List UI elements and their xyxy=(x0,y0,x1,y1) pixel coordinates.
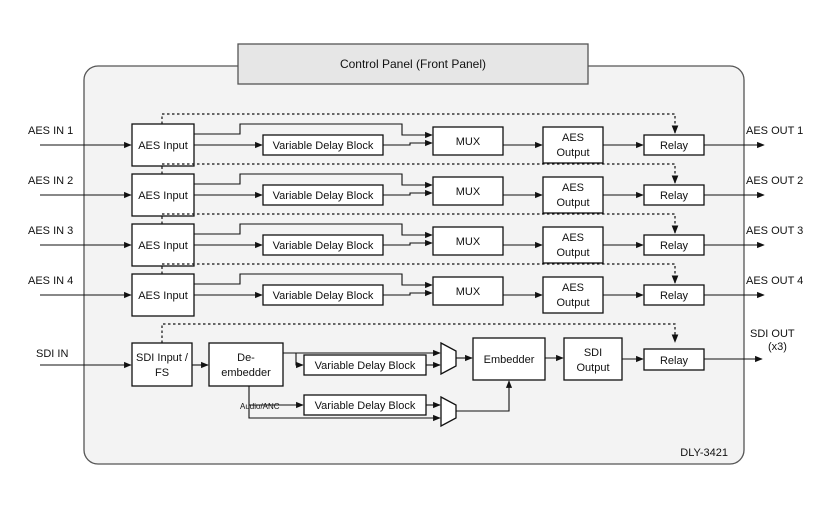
aes-input-label: AES Input xyxy=(138,140,188,152)
aes-control-line xyxy=(161,213,679,234)
aes-out-label: AES OUT 3 xyxy=(746,225,803,237)
aes-out-label: AES OUT 1 xyxy=(746,125,803,137)
aes-row-1: AES IN 1 AES Input Variable Delay Block MUX… xyxy=(28,113,803,167)
aes-delay-block: Variable Delay Block xyxy=(262,184,384,206)
aes-output-block: AES Output xyxy=(542,276,604,314)
aes-delay-block: Variable Delay Block xyxy=(262,134,384,156)
deembedder-line1: De- xyxy=(237,352,255,364)
aes-in-label: AES IN 3 xyxy=(28,225,73,237)
aes-output-line1: AES xyxy=(562,232,584,244)
aes-relay-block: Relay xyxy=(643,184,705,206)
embedder-block: Embedder xyxy=(472,337,546,381)
aes-in-label: AES IN 1 xyxy=(28,125,73,137)
aes-output-line1: AES xyxy=(562,182,584,194)
sdi-input-line1: SDI Input / xyxy=(136,352,189,364)
sdi-delay-block-top: Variable Delay Block xyxy=(303,354,427,376)
aes-in-label: AES IN 4 xyxy=(28,275,73,287)
sdi-path: SDI IN SDI Input / FS De- embedder Varia… xyxy=(36,323,795,428)
aes-delay-label: Variable Delay Block xyxy=(273,240,374,252)
aes-row-2: AES IN 2 AES Input Variable Delay Block MUX… xyxy=(28,163,803,217)
embedder-label: Embedder xyxy=(484,354,535,366)
aes-mux-label: MUX xyxy=(456,186,481,198)
aes-row-3: AES IN 3 AES Input Variable Delay Block MUX… xyxy=(28,213,803,267)
sdi-input-fs-block: SDI Input / FS xyxy=(131,342,193,387)
aes-input-block: AES Input xyxy=(131,123,195,167)
aes-output-block: AES Output xyxy=(542,226,604,264)
aes-mux-label: MUX xyxy=(456,286,481,298)
aes-in-label: AES IN 2 xyxy=(28,175,73,187)
aes-delay-block: Variable Delay Block xyxy=(262,284,384,306)
sdi-mux-top xyxy=(440,341,457,376)
aes-output-line2: Output xyxy=(556,297,589,309)
control-panel-block: Control Panel (Front Panel) xyxy=(237,43,589,85)
aes-mux-block: MUX xyxy=(432,126,504,156)
aes-control-line xyxy=(161,113,679,134)
aes-mux-block: MUX xyxy=(432,226,504,256)
aes-control-line xyxy=(161,263,679,284)
aes-output-line1: AES xyxy=(562,132,584,144)
aes-row-4: AES IN 4 AES Input Variable Delay Block MUX… xyxy=(28,263,803,317)
aes-input-label: AES Input xyxy=(138,290,188,302)
sdi-output-block: SDI Output xyxy=(563,337,623,381)
aes-input-block: AES Input xyxy=(131,173,195,217)
aes-delay-label: Variable Delay Block xyxy=(273,190,374,202)
sdi-delay-bottom-label: Variable Delay Block xyxy=(315,400,416,412)
aes-delay-block: Variable Delay Block xyxy=(262,234,384,256)
audio-anc-label: Audio/ANC xyxy=(240,402,280,411)
aes-output-line2: Output xyxy=(556,197,589,209)
aes-output-line1: AES xyxy=(562,282,584,294)
aes-delay-label: Variable Delay Block xyxy=(273,140,374,152)
sdi-out-label-line2: (x3) xyxy=(768,341,787,353)
aes-relay-label: Relay xyxy=(660,190,689,202)
aes-output-line2: Output xyxy=(556,247,589,259)
aes-output-line2: Output xyxy=(556,147,589,159)
aes-output-block: AES Output xyxy=(542,126,604,164)
aes-out-label: AES OUT 4 xyxy=(746,275,803,287)
sdi-mux-bottom xyxy=(440,395,457,428)
sdi-in-label: SDI IN xyxy=(36,348,68,360)
aes-mux-block: MUX xyxy=(432,276,504,306)
aes-out-label: AES OUT 2 xyxy=(746,175,803,187)
sdi-output-line2: Output xyxy=(576,362,609,374)
sdi-input-line2: FS xyxy=(155,367,169,379)
aes-input-block: AES Input xyxy=(131,273,195,317)
aes-input-label: AES Input xyxy=(138,240,188,252)
aes-relay-block: Relay xyxy=(643,284,705,306)
aes-mux-block: MUX xyxy=(432,176,504,206)
model-label: DLY-3421 xyxy=(680,447,728,459)
aes-input-label: AES Input xyxy=(138,190,188,202)
deembedder-block: De- embedder xyxy=(208,342,284,387)
aes-relay-block: Relay xyxy=(643,134,705,156)
aes-mux-label: MUX xyxy=(456,236,481,248)
aes-relay-label: Relay xyxy=(660,290,689,302)
aes-delay-label: Variable Delay Block xyxy=(273,290,374,302)
aes-input-block: AES Input xyxy=(131,223,195,267)
sdi-relay-block: Relay xyxy=(643,348,705,371)
deembedder-line2: embedder xyxy=(221,367,271,379)
aes-output-block: AES Output xyxy=(542,176,604,214)
sdi-relay-label: Relay xyxy=(660,355,689,367)
sdi-delay-top-label: Variable Delay Block xyxy=(315,360,416,372)
aes-relay-block: Relay xyxy=(643,234,705,256)
aes-control-line xyxy=(161,163,679,184)
aes-relay-label: Relay xyxy=(660,240,689,252)
sdi-output-line1: SDI xyxy=(584,347,602,359)
sdi-out-label-line1: SDI OUT xyxy=(750,328,795,340)
aes-relay-label: Relay xyxy=(660,140,689,152)
sdi-control-line xyxy=(161,323,679,343)
control-panel-label: Control Panel (Front Panel) xyxy=(340,57,486,71)
sdi-delay-block-bottom: Variable Delay Block xyxy=(303,394,427,416)
aes-mux-label: MUX xyxy=(456,136,481,148)
